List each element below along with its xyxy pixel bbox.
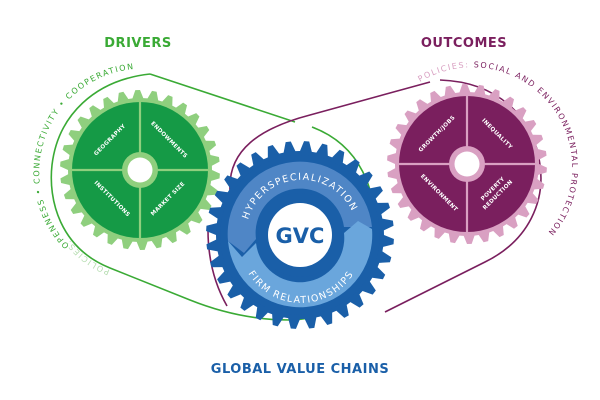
gvc-gear	[206, 141, 394, 329]
outcomes-gear	[387, 84, 547, 244]
hyperspecialization-band	[227, 161, 372, 253]
outcomes-hub	[454, 151, 480, 177]
gvc-hub	[268, 203, 332, 267]
drivers-hub	[127, 157, 153, 183]
drivers-gear	[60, 90, 220, 250]
firm-relationships-band	[228, 221, 373, 308]
drivers-heading: DRIVERS	[104, 36, 171, 51]
gvc-heading: GLOBAL VALUE CHAINS	[211, 362, 389, 377]
outcomes-heading: OUTCOMES	[421, 36, 507, 51]
gvc-center-label: GVC	[276, 224, 325, 248]
drivers-policies-prefix: POLICIES:	[63, 238, 110, 277]
drivers-prefix-text: POLICIES:	[63, 238, 109, 277]
